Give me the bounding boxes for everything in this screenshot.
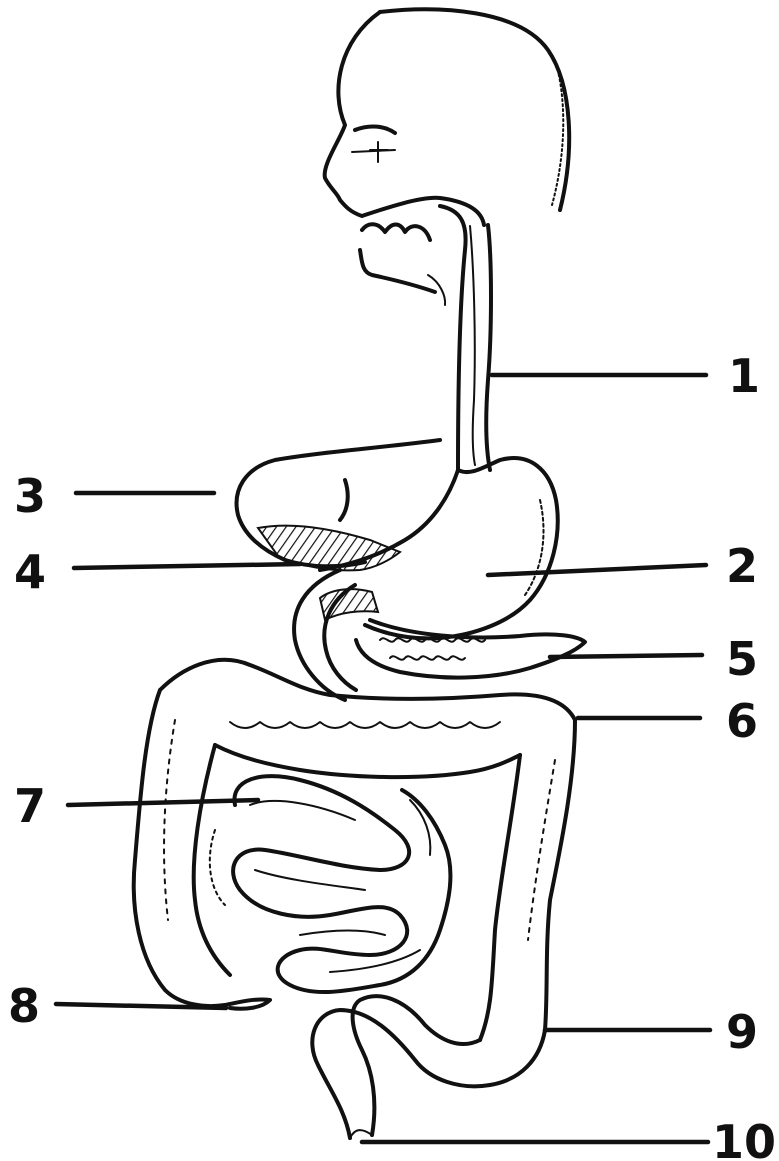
large-intestine <box>134 660 575 1138</box>
label-10: 10 <box>712 1115 776 1161</box>
leader-line-5 <box>550 655 702 657</box>
label-2: 2 <box>726 539 758 593</box>
label-4: 4 <box>14 545 46 599</box>
esophagus <box>440 206 491 470</box>
leader-line-7 <box>68 800 258 805</box>
pancreas <box>356 620 585 678</box>
label-3: 3 <box>14 469 46 523</box>
duodenum <box>294 570 378 700</box>
label-7: 7 <box>14 779 46 833</box>
leader-line-4 <box>74 564 300 568</box>
label-6: 6 <box>726 694 758 748</box>
small-intestine <box>210 776 451 992</box>
label-5: 5 <box>726 632 758 686</box>
label-8: 8 <box>8 979 40 1033</box>
liver <box>237 440 440 570</box>
label-1: 1 <box>728 349 760 403</box>
leader-line-2 <box>488 565 706 575</box>
head-outline <box>325 9 570 305</box>
label-9: 9 <box>726 1005 758 1059</box>
number-labels: 1 2 3 4 5 6 7 8 9 10 <box>8 349 776 1161</box>
